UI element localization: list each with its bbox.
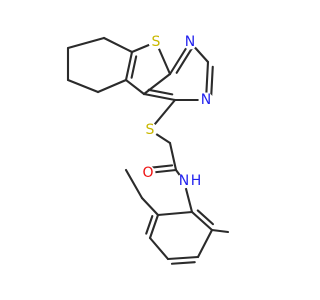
bond-a4-a5 bbox=[166, 255, 200, 261]
n-amide-label-bg bbox=[176, 173, 192, 189]
bond-a2-eCH2 bbox=[140, 196, 160, 217]
bond-c1-c2 bbox=[66, 36, 106, 50]
atom-n-amide: N bbox=[179, 173, 189, 189]
bond-a1-a2 bbox=[156, 210, 194, 217]
s-thioether-label-bg bbox=[142, 122, 158, 138]
atom-s-thioether: S bbox=[146, 122, 155, 138]
bond-c2-c3 bbox=[102, 36, 134, 54]
double-bond-a4-a5 bbox=[170, 261, 196, 265]
h-amide-label-bg bbox=[188, 173, 204, 189]
atom-n-pyrimidine-bottom: N bbox=[201, 92, 211, 108]
atom-h-amide: H bbox=[191, 173, 202, 189]
double-bond-a2-a3 bbox=[145, 215, 154, 235]
n-pyrimidine-bottom-label-bg bbox=[198, 92, 214, 108]
bond-ch2-cO bbox=[168, 141, 178, 172]
atom-o-carbonyl: O bbox=[142, 165, 153, 181]
double-bond-c3-c4 bbox=[130, 55, 138, 79]
bond-a3-a4 bbox=[148, 236, 170, 261]
bond-a6-a1 bbox=[190, 210, 214, 232]
s-thiophene-label-bg bbox=[148, 34, 164, 50]
bond-c3-c4 bbox=[124, 50, 134, 82]
bond-c4-c5 bbox=[96, 78, 128, 94]
bond-c4p-c9 bbox=[142, 92, 177, 102]
bond-a5-a6 bbox=[196, 228, 214, 259]
bond-a2-a3 bbox=[148, 213, 160, 240]
double-bond-a6-a1 bbox=[196, 209, 214, 226]
double-bond-cH1-nBot bbox=[210, 65, 214, 97]
double-bond-c4p-c9 bbox=[147, 88, 174, 96]
atom-n-pyrimidine-top: N bbox=[185, 34, 195, 50]
bond-c5-c6 bbox=[66, 78, 100, 94]
atom-s-thiophene: S bbox=[152, 34, 161, 50]
o-carbonyl-label-bg bbox=[140, 165, 156, 181]
bond-c9-c4 bbox=[124, 78, 146, 96]
bond-a6-me bbox=[210, 228, 230, 234]
bond-eCH2-eCH3 bbox=[124, 168, 144, 200]
bond-layer bbox=[66, 36, 230, 265]
n-pyrimidine-top-label-bg bbox=[182, 34, 198, 50]
double-bond-cO-o bbox=[149, 164, 174, 169]
double-bond-c8-nTop bbox=[175, 47, 193, 74]
